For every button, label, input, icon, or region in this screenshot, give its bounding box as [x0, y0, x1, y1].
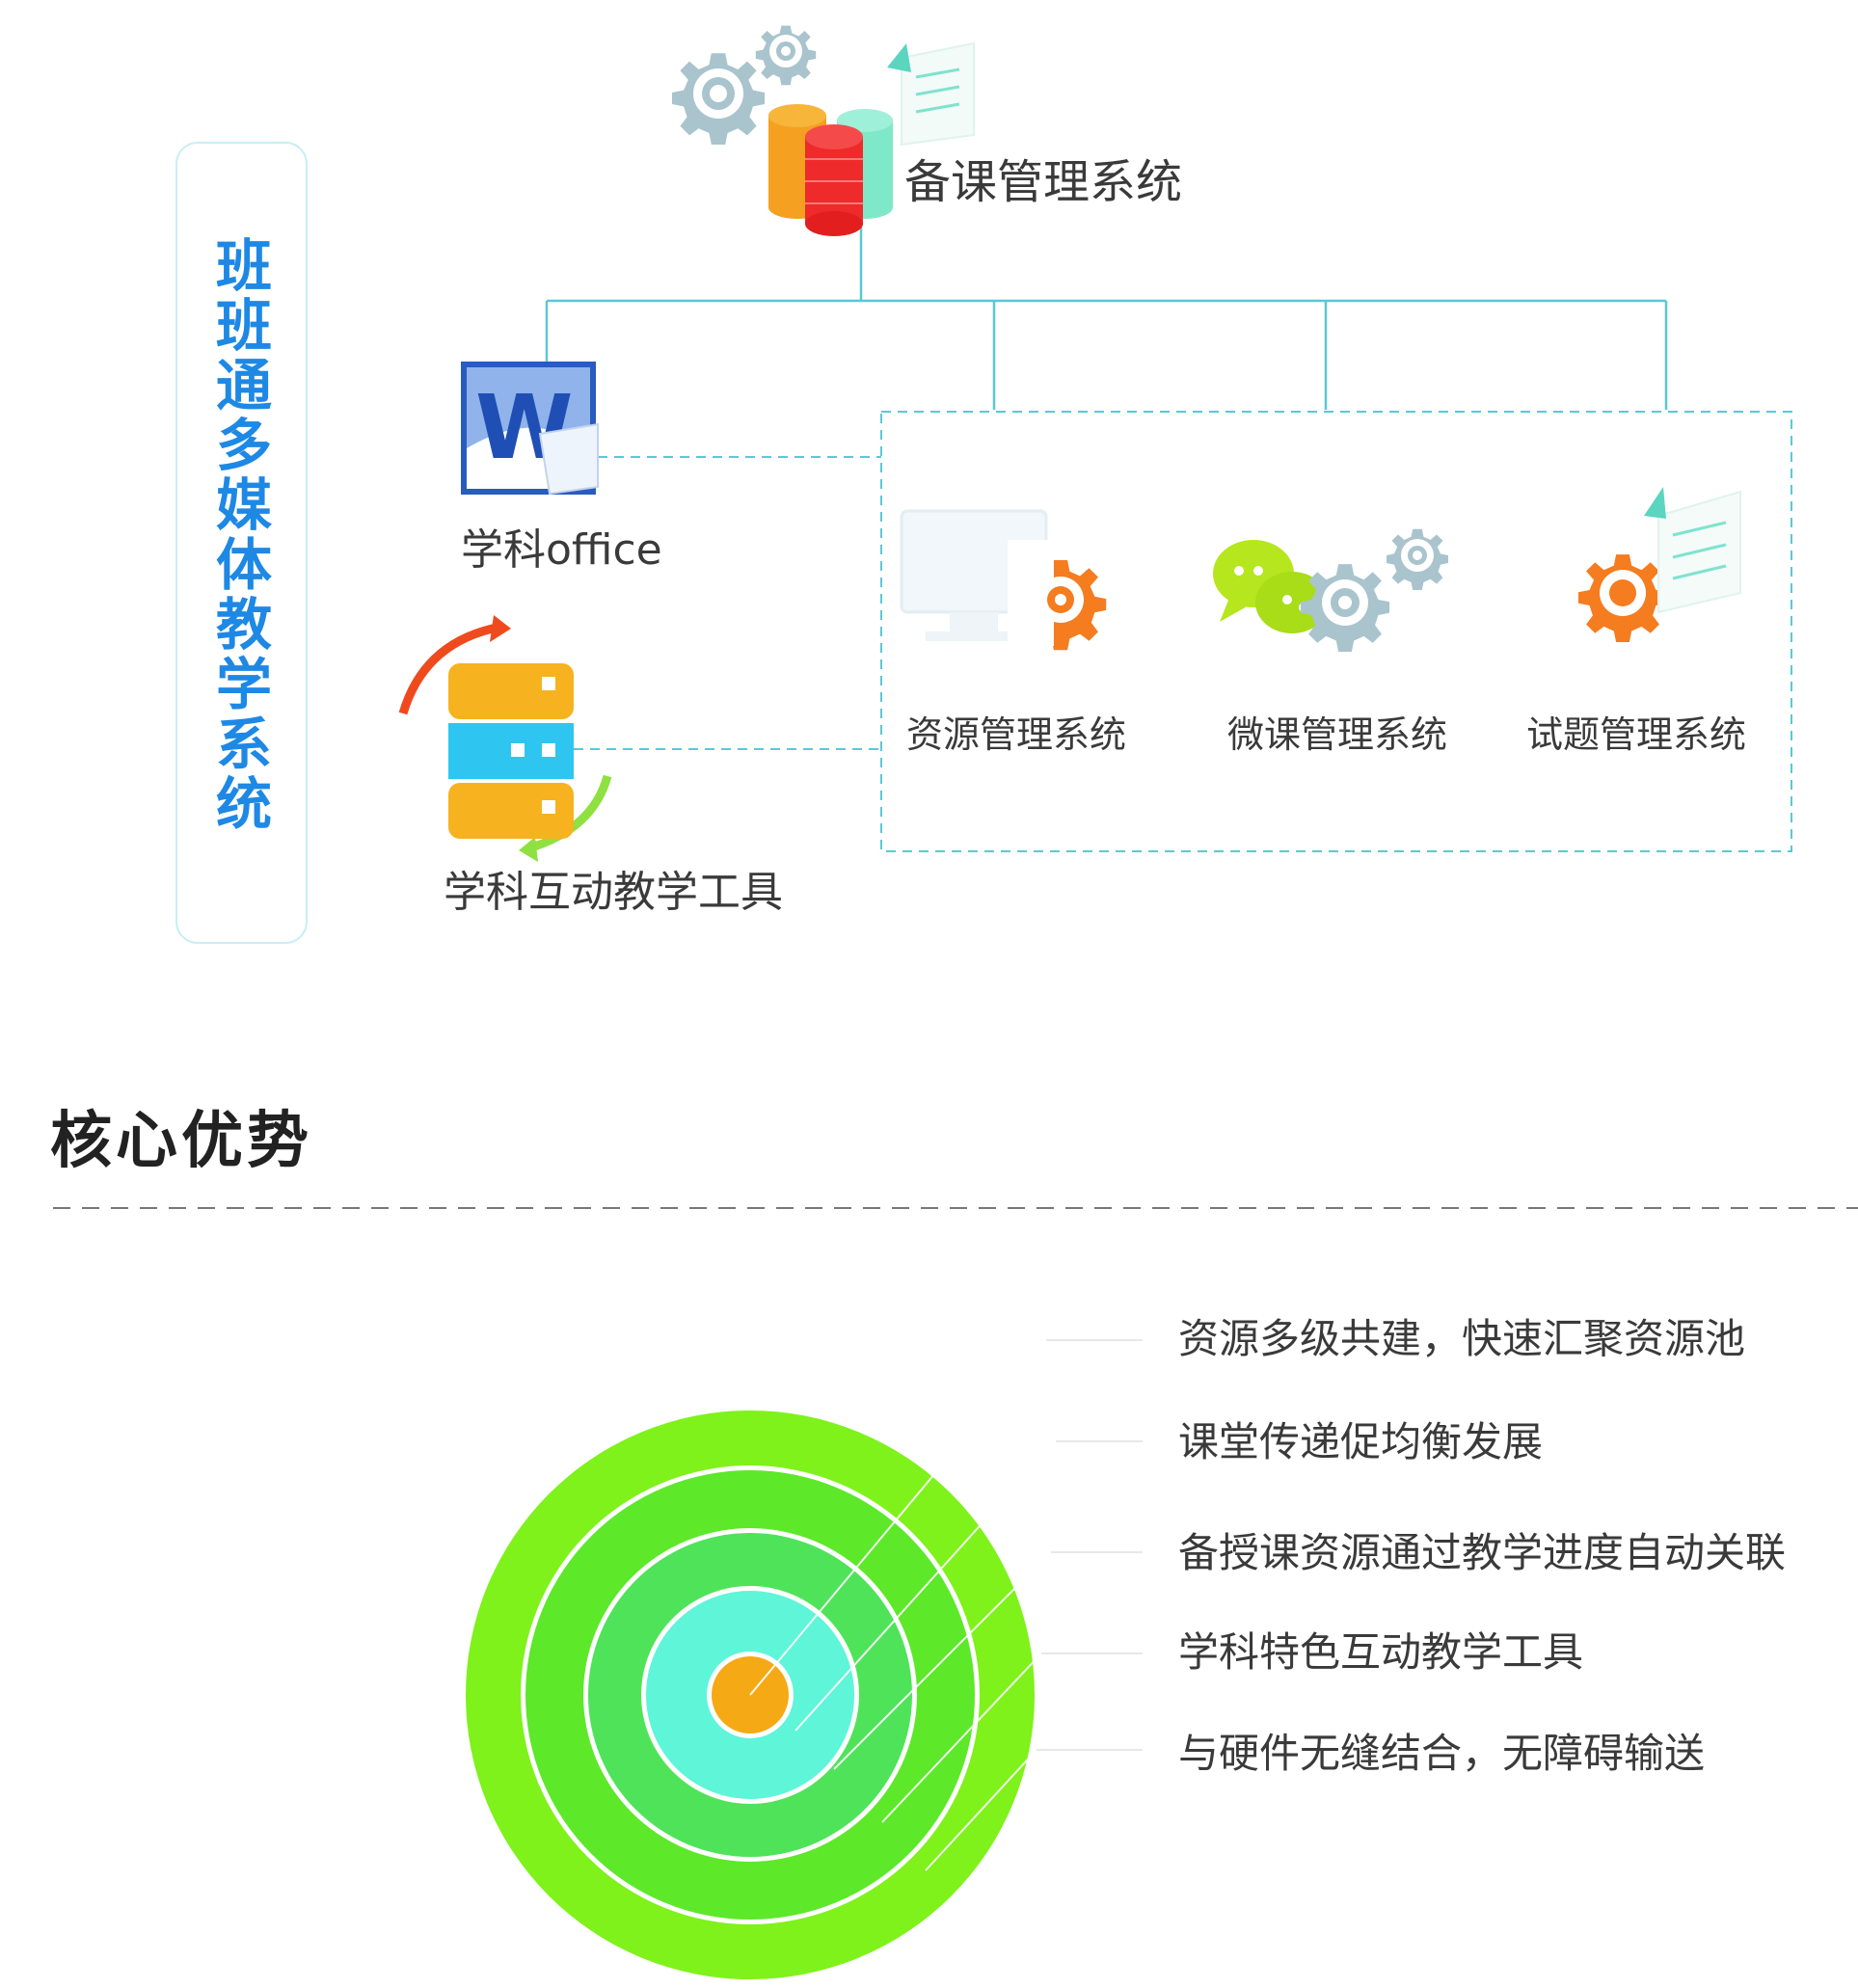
advantages-heading: 核心优势	[50, 1106, 312, 1177]
subsystem-microlesson-label: 微课管理系统	[1227, 713, 1447, 756]
top-node-label: 备课管理系统	[904, 155, 1182, 209]
server-sync-icon	[398, 615, 612, 862]
word-document-icon: W	[461, 362, 599, 496]
gear-document-icon	[1578, 487, 1741, 642]
system-title-char: 班	[215, 293, 272, 359]
subsystem-resource-label: 资源管理系统	[906, 713, 1126, 756]
advantage-item-3: 备授课资源通过教学进度自动关联	[1178, 1529, 1786, 1576]
system-title-char: 媒	[215, 472, 272, 538]
advantage-item-4: 学科特色互动教学工具	[1178, 1628, 1583, 1676]
system-title: 班班通多媒体教学系统	[196, 236, 292, 834]
left-node-tool-label: 学科互动教学工具	[444, 868, 783, 917]
gears-database-icon	[672, 25, 975, 236]
system-title-char: 多	[215, 413, 272, 478]
dashed-links	[574, 411, 1792, 852]
system-title-char: 教	[215, 592, 272, 658]
system-title-char: 通	[215, 353, 272, 418]
chat-gears-icon	[1213, 528, 1448, 652]
advantage-item-2: 课堂传递促均衡发展	[1178, 1418, 1543, 1465]
subsystem-exam-label: 试题管理系统	[1526, 713, 1746, 756]
system-title-char: 学	[215, 652, 272, 717]
system-title-char: 体	[215, 532, 272, 598]
monitor-gear-icon	[900, 509, 1107, 651]
left-node-office-label: 学科office	[461, 525, 662, 575]
system-title-frame	[175, 142, 308, 944]
advantage-item-5: 与硬件无缝结合，无障碍输送	[1178, 1730, 1705, 1777]
leader-lines	[749, 1339, 1143, 1871]
advantage-item-1: 资源多级共建，快速汇聚资源池	[1178, 1315, 1745, 1362]
connector-lines	[545, 217, 1668, 410]
system-title-char: 班	[215, 233, 272, 299]
system-title-char: 统	[215, 771, 272, 837]
system-title-char: 系	[215, 712, 272, 777]
